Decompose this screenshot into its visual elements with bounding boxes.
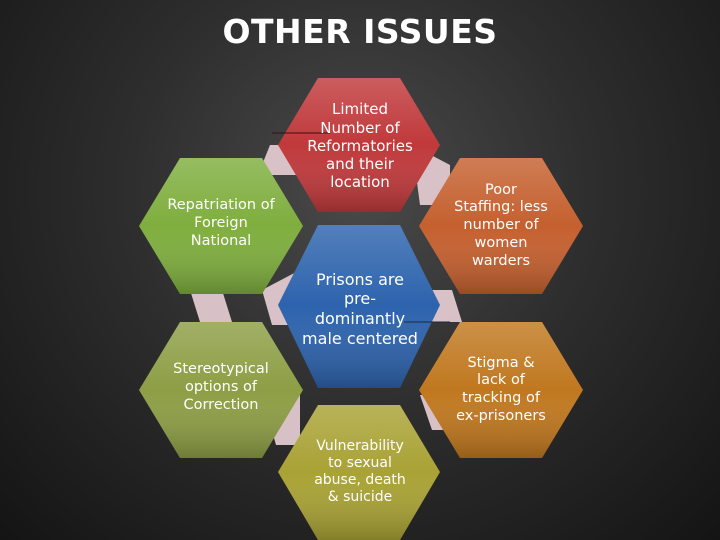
- hexagon-staffing: [419, 158, 583, 294]
- hexagon-text: Vulnerability to sexual abuse, death & s…: [314, 437, 406, 506]
- hexagon-text: Poor Staffing: less number of women ward…: [454, 181, 548, 269]
- hexagon-vulnerability: [278, 405, 440, 540]
- hexagon-reformatories: [278, 78, 440, 212]
- hexagon-text: Stereotypical options of Correction: [173, 361, 269, 413]
- label-staffing: Poor Staffing: less number of women ward…: [430, 166, 572, 286]
- hexagon-text: Limited Number of Reformatories and thei…: [307, 100, 413, 192]
- label-stigma: Stigma & lack of tracking of ex-prisoner…: [430, 334, 572, 446]
- label-prisons: Prisons are pre- dominantly male centere…: [288, 254, 432, 364]
- hexagon-text: Prisons are pre- dominantly male centere…: [302, 269, 418, 348]
- hexagon-repatriation: [139, 158, 303, 294]
- hexagon-text: Stigma & lack of tracking of ex-prisoner…: [456, 354, 546, 424]
- label-vulnerability: Vulnerability to sexual abuse, death & s…: [290, 416, 430, 528]
- label-repatriation: Repatriation of Foreign National: [142, 168, 300, 280]
- hexagon-text: Repatriation of Foreign National: [167, 197, 275, 249]
- hexagon-stigma: [419, 322, 583, 458]
- connector-band: [190, 290, 232, 322]
- slide-title: OTHER ISSUES: [222, 12, 498, 51]
- label-stereotypical: Stereotypical options of Correction: [142, 332, 300, 444]
- hexagon-prisons: [278, 225, 440, 388]
- label-reformatories: Limited Number of Reformatories and thei…: [290, 86, 430, 206]
- hexagon-stereotypical: [139, 322, 303, 458]
